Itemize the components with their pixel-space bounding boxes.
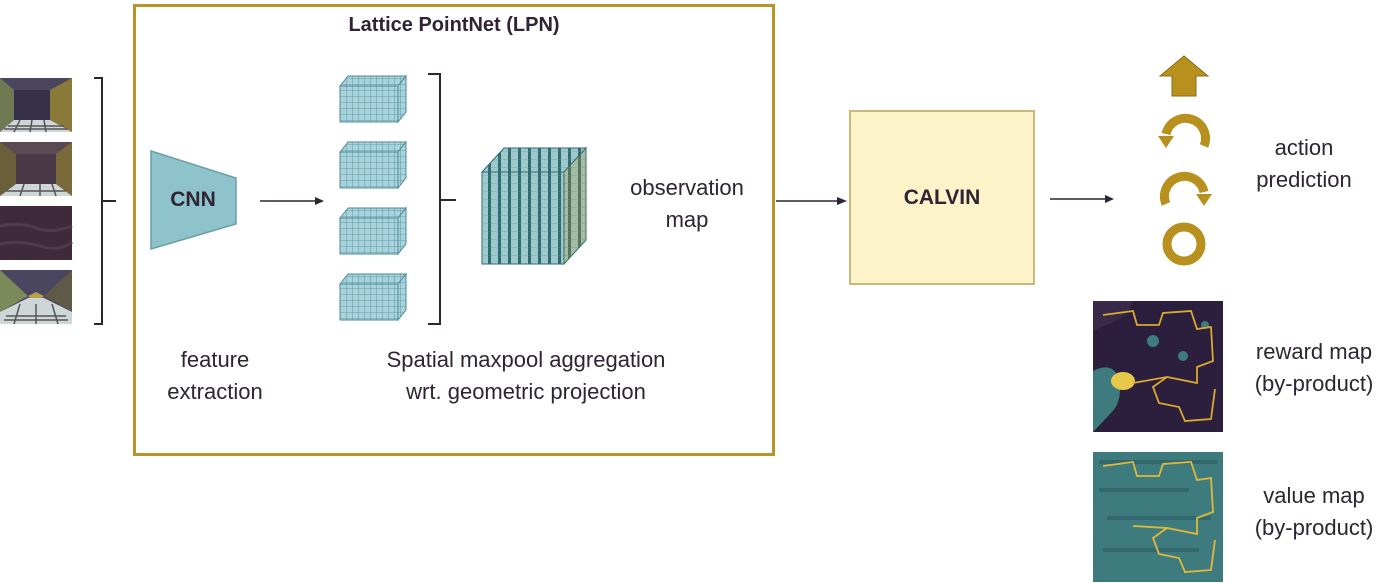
lpn-box [133, 4, 775, 456]
input-image-3 [0, 206, 73, 260]
feature-volume-1 [338, 74, 408, 124]
action-icons [1158, 55, 1212, 266]
arrow-lpn-to-calvin [776, 197, 847, 205]
feature-extraction-label: feature extraction [150, 344, 280, 408]
feature-volume-2 [338, 140, 408, 190]
action-prediction-line-1: action [1274, 135, 1334, 160]
feature-extraction-line-1: feature [180, 347, 250, 372]
aggregation-line-1: Spatial maxpool aggregation [386, 347, 666, 372]
calvin-block: CALVIN [849, 110, 1035, 285]
aggregation-label: Spatial maxpool aggregation wrt. geometr… [346, 344, 706, 408]
feature-bracket [428, 73, 456, 325]
cnn-label: CNN [170, 188, 216, 211]
feature-volumes [338, 74, 408, 322]
observation-map-volume [480, 146, 588, 266]
feature-extraction-line-2: extraction [167, 379, 263, 404]
rotate-left-icon [1158, 113, 1211, 148]
input-image-4 [0, 270, 72, 325]
observation-map-line-1: observation [630, 175, 744, 200]
rotate-right-icon [1159, 171, 1212, 206]
lpn-title: Lattice PointNet (LPN) [348, 14, 560, 36]
action-prediction-line-2: prediction [1256, 167, 1352, 192]
reward-map-label: reward map (by-product) [1232, 336, 1396, 400]
input-image-2 [0, 142, 72, 197]
feature-volume-3 [338, 206, 408, 256]
reward-map-line-1: reward map [1255, 339, 1373, 364]
action-prediction-label: action prediction [1226, 132, 1382, 196]
value-map-line-2: (by-product) [1254, 515, 1374, 540]
input-images [0, 78, 73, 325]
arrow-cnn-to-features [260, 197, 324, 205]
stop-circle-icon [1162, 222, 1206, 266]
aggregation-line-2: wrt. geometric projection [406, 379, 646, 404]
value-map-line-1: value map [1263, 483, 1365, 508]
cnn-block [150, 150, 237, 251]
input-image-1 [0, 78, 72, 133]
feature-volume-4 [338, 272, 408, 322]
up-arrow-icon [1158, 55, 1210, 97]
value-map-label: value map (by-product) [1232, 480, 1396, 544]
observation-map-line-2: map [665, 207, 709, 232]
value-map-image [1093, 452, 1223, 582]
arrow-calvin-to-actions [1050, 195, 1114, 203]
observation-map-label: observation map [610, 172, 764, 236]
input-bracket [94, 77, 116, 325]
reward-map-line-2: (by-product) [1254, 371, 1374, 396]
reward-map-image [1093, 301, 1223, 432]
